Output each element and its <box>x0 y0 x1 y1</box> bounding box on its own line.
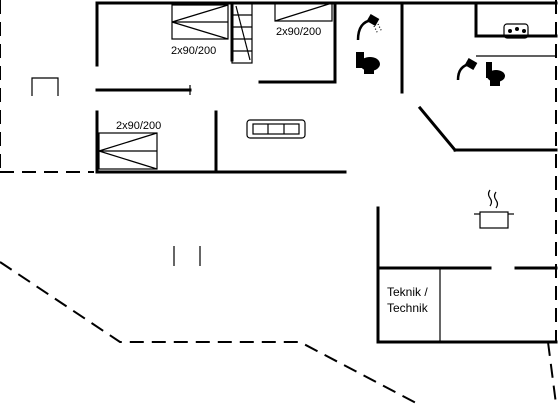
bed-label-top-left: 2x90/200 <box>171 45 216 57</box>
sofa-icon <box>246 119 306 139</box>
stairs-icon <box>231 2 253 64</box>
bed-label-top-right: 2x90/200 <box>276 26 321 38</box>
walls <box>95 1 558 344</box>
utility-label-line2: Technik <box>387 301 429 315</box>
utility-label-line1: Teknik / <box>387 285 428 299</box>
bunk-bed-icon <box>98 132 158 170</box>
shed-icon <box>31 77 59 96</box>
toilet-icon <box>486 62 505 86</box>
bunk-bed-icon <box>274 2 333 22</box>
stove-pot-icon <box>474 189 514 229</box>
terrace-posts <box>173 246 201 266</box>
toilet-icon <box>356 52 380 74</box>
shower-icon <box>456 58 478 81</box>
shower-icon <box>356 14 383 41</box>
bunk-bed-icon <box>171 4 229 40</box>
sink-icon <box>503 23 529 39</box>
bed-label-left: 2x90/200 <box>116 120 161 132</box>
